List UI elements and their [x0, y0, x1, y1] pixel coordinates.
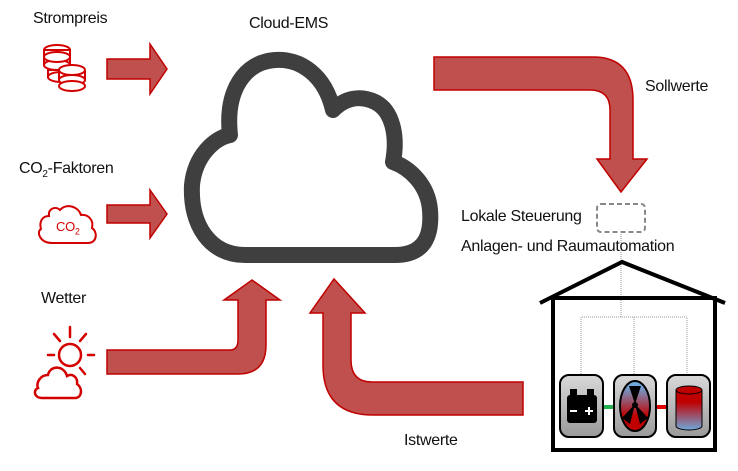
weather-icon	[33, 325, 96, 400]
co2-label: CO2-Faktoren	[19, 160, 114, 181]
heat-pump-device	[613, 374, 657, 438]
co2-label-suffix: -Faktoren	[47, 160, 114, 177]
cloud-ems-title: Cloud-EMS	[249, 15, 329, 32]
wetter-arrow	[106, 279, 283, 375]
strompreis-arrow	[106, 41, 168, 97]
co2-label-sub: 2	[42, 169, 48, 181]
co2-icon-text-sub: 2	[74, 226, 80, 237]
house-icon	[539, 259, 726, 452]
istwerte-label: Istwerte	[404, 432, 458, 449]
sollwerte-label: Sollwerte	[645, 78, 709, 95]
co2-cloud-icon	[37, 205, 97, 244]
istwerte-arrow-shape	[308, 277, 524, 416]
storage-tank-device	[666, 374, 711, 438]
co2-arrow	[106, 187, 168, 241]
strompreis-label: Strompreis	[33, 10, 108, 27]
co2-label-prefix: CO	[19, 160, 43, 177]
coins-icon	[43, 44, 86, 92]
local-control-box	[596, 203, 646, 233]
automation-label: Anlagen- und Raumautomation	[461, 238, 675, 255]
sollwerte-arrow	[433, 56, 649, 194]
cloud-ems-icon	[183, 51, 439, 263]
co2-icon-text-main: CO	[56, 219, 75, 234]
co2-icon-text: CO2	[56, 219, 80, 237]
wetter-label: Wetter	[41, 290, 87, 307]
battery-device	[559, 374, 604, 438]
local-control-label: Lokale Steuerung	[461, 208, 582, 225]
